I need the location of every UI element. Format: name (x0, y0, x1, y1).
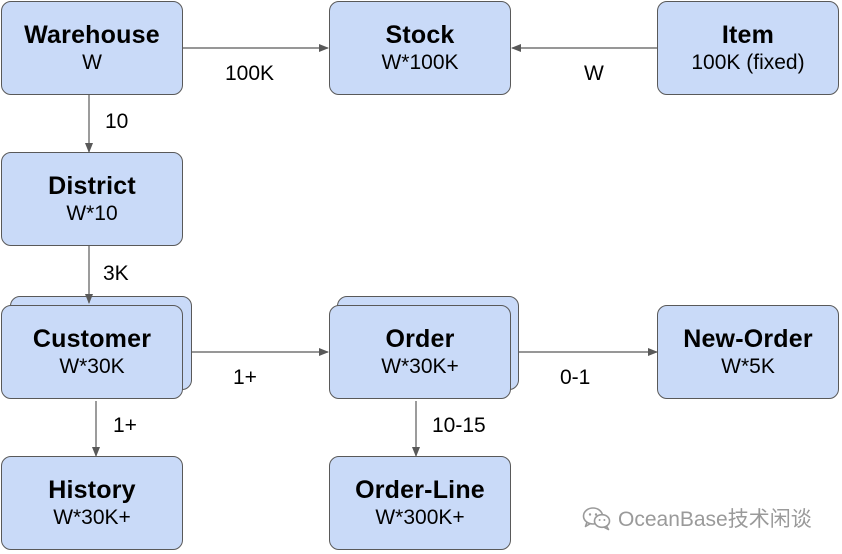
entity-cardinality: W*30K+ (381, 355, 459, 378)
entity-cardinality: W*5K (721, 355, 775, 378)
entity-title: Stock (385, 21, 455, 49)
stock-entity: Stock W*100K (329, 1, 511, 95)
district-entity: District W*10 (1, 152, 183, 246)
customer-entity: Customer W*30K (1, 305, 183, 399)
history-entity: History W*30K+ (1, 456, 183, 550)
customer-history-label: 1+ (113, 414, 137, 437)
entity-title: New-Order (683, 325, 813, 353)
entity-cardinality: W*30K (59, 355, 125, 378)
customer-order-label: 1+ (233, 366, 257, 389)
entity-cardinality: W (82, 51, 102, 74)
entity-title: Order-Line (355, 476, 485, 504)
wechat-icon (582, 507, 611, 531)
warehouse-entity: Warehouse W (1, 1, 183, 95)
entity-title: Item (721, 21, 775, 49)
warehouse-stock-label: 100K (225, 62, 275, 85)
new-order-entity: New-Order W*5K (657, 305, 839, 399)
entity-cardinality: 100K (fixed) (691, 51, 805, 74)
order-order-line-label: 10-15 (432, 414, 486, 437)
entity-title: District (48, 172, 136, 200)
entity-cardinality: W*300K+ (375, 506, 465, 529)
warehouse-district-label: 10 (105, 110, 129, 133)
item-stock-label: W (584, 62, 604, 85)
order-new-order-label: 0-1 (560, 366, 591, 389)
order-entity: Order W*30K+ (329, 305, 511, 399)
entity-cardinality: W*30K+ (53, 506, 131, 529)
entity-cardinality: W*10 (66, 202, 118, 225)
watermark-text: OceanBase技术闲谈 (618, 508, 812, 531)
order-line-entity: Order-Line W*300K+ (329, 456, 511, 550)
watermark: OceanBase技术闲谈 (582, 503, 812, 533)
district-customer-label: 3K (103, 262, 129, 285)
entity-title: Warehouse (24, 21, 160, 49)
entity-title: History (48, 476, 136, 504)
entity-title: Customer (32, 325, 152, 353)
item-entity: Item 100K (fixed) (657, 1, 839, 95)
entity-cardinality: W*100K (381, 51, 459, 74)
entity-title: Order (385, 325, 455, 353)
